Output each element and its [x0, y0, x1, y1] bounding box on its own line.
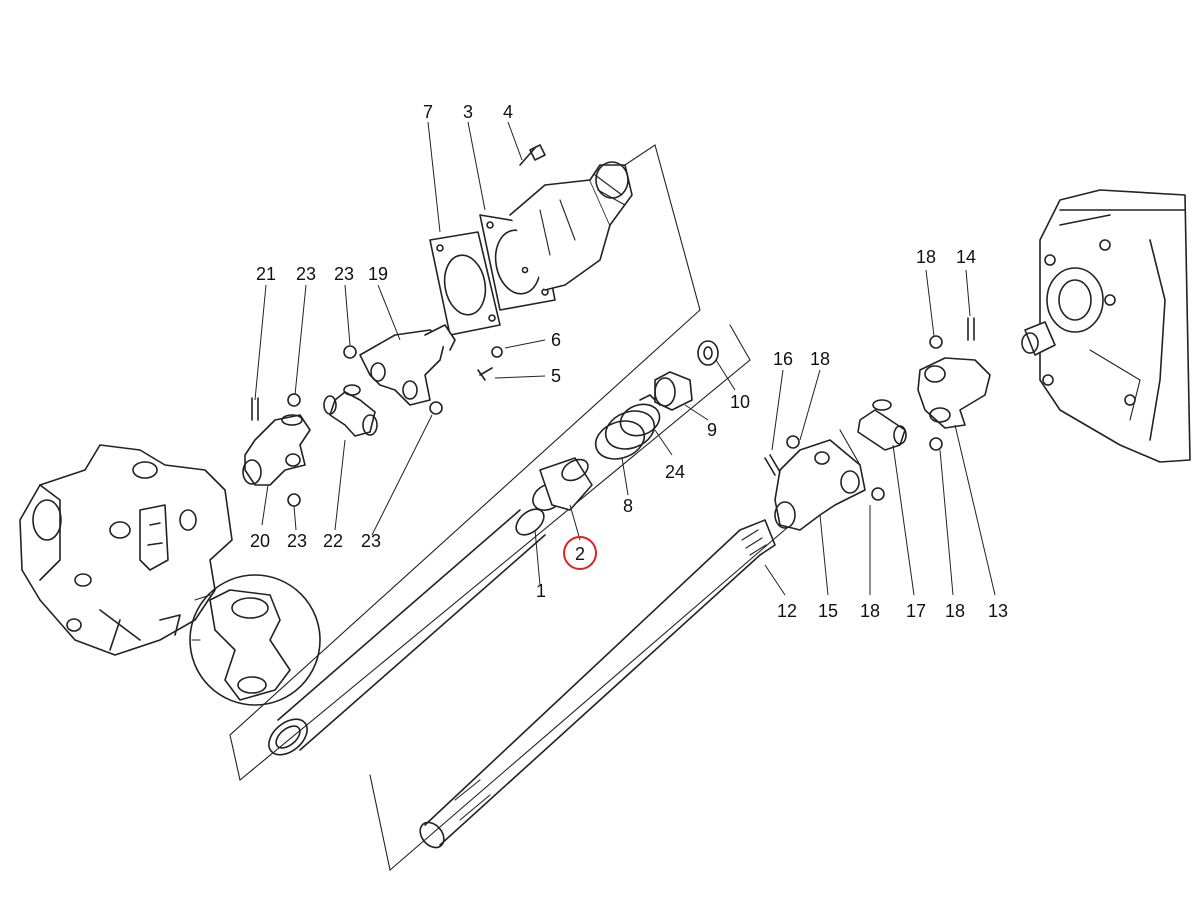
label-24: 24	[665, 462, 685, 482]
gearbox-housing	[1021, 189, 1191, 463]
label-16: 16	[773, 349, 793, 369]
label-18b: 18	[916, 247, 936, 267]
label-2: 2	[575, 544, 585, 564]
label-10: 10	[730, 392, 750, 412]
left-joint	[242, 324, 456, 507]
label-3: 3	[463, 102, 473, 122]
group-bracket-upper	[229, 144, 751, 781]
label-12: 12	[777, 601, 797, 621]
label-14: 14	[956, 247, 976, 267]
label-23d: 23	[361, 531, 381, 551]
flange-housing	[429, 144, 633, 336]
right-joint	[764, 317, 991, 531]
label-7: 7	[423, 102, 433, 122]
label-18a: 18	[810, 349, 830, 369]
label-23c: 23	[287, 531, 307, 551]
label-13: 13	[988, 601, 1008, 621]
label-15: 15	[818, 601, 838, 621]
differential-housing	[19, 444, 321, 706]
label-18d: 18	[945, 601, 965, 621]
label-8: 8	[623, 496, 633, 516]
label-6: 6	[551, 330, 561, 350]
label-5: 5	[551, 366, 561, 386]
part-labels: 7 3 4 6 5 21 23 23 19 20 23 22 23 2 1 8 …	[250, 102, 1008, 621]
label-18c: 18	[860, 601, 880, 621]
label-20: 20	[250, 531, 270, 551]
label-17: 17	[906, 601, 926, 621]
label-19: 19	[368, 264, 388, 284]
label-4: 4	[503, 102, 513, 122]
label-22: 22	[323, 531, 343, 551]
highlight-ring-part-2	[563, 536, 597, 570]
main-shaft	[419, 519, 776, 849]
center-parts	[532, 340, 719, 511]
label-9: 9	[707, 420, 717, 440]
leader-lines	[254, 121, 996, 596]
group-bracket-lower	[369, 429, 861, 872]
label-21: 21	[256, 264, 276, 284]
label-23b: 23	[334, 264, 354, 284]
label-1: 1	[536, 581, 546, 601]
bolt-5	[477, 346, 503, 381]
shaft-tube	[268, 508, 546, 756]
label-23a: 23	[296, 264, 316, 284]
